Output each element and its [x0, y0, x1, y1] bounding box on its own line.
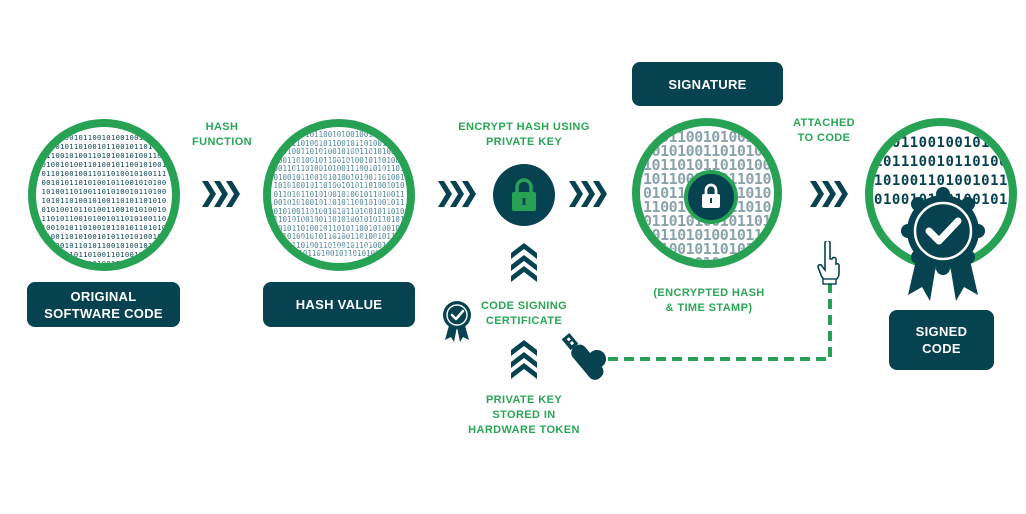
signature-circle: 0101100101001011010100110101001011010110… [632, 118, 782, 268]
hash-function-text: HASH FUNCTION [191, 121, 253, 148]
arrow-chevrons-3 [569, 181, 607, 207]
original-code-circle: 0110100101100101001001011110100101101001… [28, 119, 180, 271]
up-chevrons-2 [511, 340, 537, 379]
encrypted-hash-text: (ENCRYPTED HASH & TIME STAMP) [653, 287, 765, 314]
arrow-chevrons-4 [810, 181, 848, 207]
checkmark-seal-icon [901, 187, 985, 301]
private-key-storage-text: PRIVATE KEY STORED IN HARDWARE TOKEN [468, 394, 580, 436]
pointing-hand-icon [817, 241, 840, 285]
attached-to-code-text: ATTACHED TO CODE [792, 117, 856, 144]
signed-binary-pattern: 1001100100101001011100101101001010011010… [874, 135, 1008, 227]
usb-token-icon [561, 332, 606, 380]
signature-label: SIGNATURE [632, 62, 783, 106]
signature-lock-circle [684, 170, 738, 224]
padlock-icon [512, 178, 536, 211]
hash-value-circle: 0110100101100101001001011110100101101001… [263, 119, 415, 271]
up-chevrons-1 [511, 243, 537, 282]
original-software-code-label: ORIGINAL SOFTWARE CODE [27, 282, 180, 327]
encrypt-lock-circle [493, 164, 555, 226]
arrow-chevrons-1 [202, 181, 240, 207]
arrow-chevrons-2 [438, 181, 476, 207]
fingerprint-overlay [288, 136, 390, 258]
padlock-icon [702, 183, 720, 208]
dashed-connector-line [608, 282, 832, 361]
binary-pattern: 0110100101100101001001011110100101101001… [41, 133, 167, 268]
encrypt-hash-text: ENCRYPT HASH USING PRIVATE KEY [458, 121, 590, 148]
signed-code-label: SIGNED CODE [889, 310, 994, 370]
hash-value-label: HASH VALUE [263, 282, 415, 327]
certificate-badge-icon [443, 301, 471, 342]
code-signing-certificate-text: CODE SIGNING CERTIFICATE [480, 300, 568, 327]
